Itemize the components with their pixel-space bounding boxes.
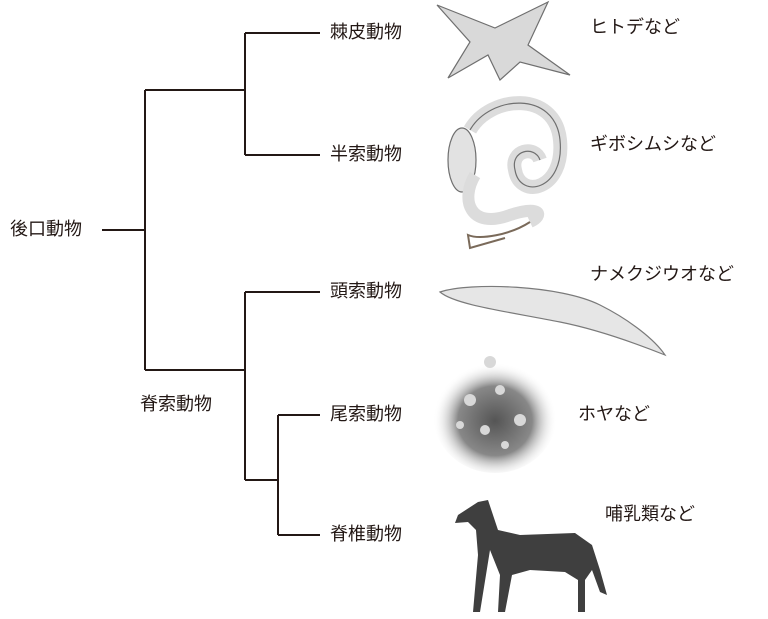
example-label-starfish: ヒトデなど (590, 17, 680, 38)
starfish-illustration (436, 0, 571, 81)
dog-illustration (455, 500, 607, 612)
example-label-acorn-worm: ギボシムシなど (590, 134, 716, 155)
group-label-chordata: 脊索動物 (140, 394, 212, 415)
acorn-worm-illustration (447, 96, 568, 250)
taxon-label-cephalochordata: 頭索動物 (330, 281, 402, 302)
example-label-mammals: 哺乳類など (605, 504, 695, 525)
example-label-sea-squirt: ホヤなど (578, 404, 650, 425)
taxon-label-hemichordata: 半索動物 (330, 144, 402, 165)
root-label-deuterostomia: 後口動物 (10, 219, 82, 240)
taxon-label-vertebrata: 脊椎動物 (330, 524, 402, 545)
example-label-lancelet: ナメクジウオなど (590, 264, 734, 285)
lancelet-illustration (438, 285, 667, 357)
branch-ambulacraria (145, 32, 320, 156)
sea-squirt-illustration (433, 356, 557, 473)
branch-chordata (145, 291, 320, 536)
taxon-label-echinodermata: 棘皮動物 (330, 22, 402, 43)
taxon-label-urochordata: 尾索動物 (330, 404, 402, 425)
root-branch (102, 90, 146, 370)
